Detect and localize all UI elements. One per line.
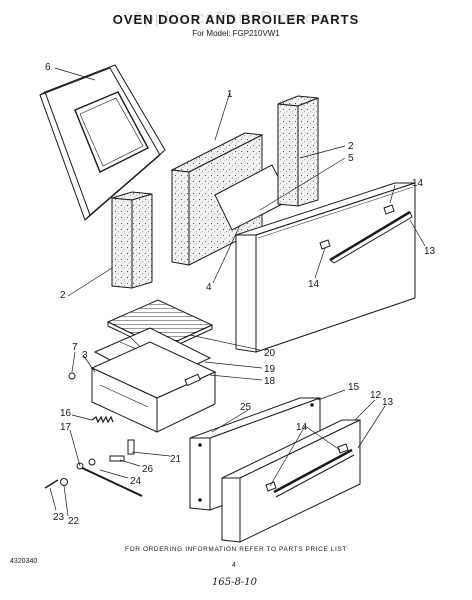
- handle-screws-upper: [319, 204, 395, 250]
- oven-door-handle: [329, 210, 413, 264]
- callout-6: 6: [45, 62, 51, 73]
- callout-13-lower: 13: [382, 397, 394, 408]
- callout-14-upper: 14: [412, 178, 424, 189]
- callout-24: 24: [130, 476, 142, 487]
- outer-oven-door: [235, 182, 416, 353]
- handwritten-note: 165-8-10: [212, 577, 257, 588]
- callout-14-middle: 14: [308, 279, 320, 290]
- diagram-code: 4320340: [10, 558, 38, 565]
- callout-21: 21: [170, 454, 182, 465]
- callout-1: 1: [227, 89, 233, 100]
- callout-labels: 6 1 2 5 2 4 14 13 14 20 19 18 7 3 16 17 …: [45, 62, 436, 527]
- callout-2-lower: 2: [60, 290, 66, 301]
- callout-15: 15: [348, 382, 360, 393]
- diagram-title: OVEN DOOR AND BROILER PARTS: [112, 12, 360, 27]
- callout-5: 5: [348, 153, 354, 164]
- callout-20: 20: [264, 348, 276, 359]
- callout-4: 4: [206, 282, 212, 293]
- broiler-drawer-rail: [76, 458, 143, 497]
- callout-3: 3: [82, 350, 88, 361]
- broiler-door-handle: [265, 443, 355, 498]
- callout-16: 16: [60, 408, 72, 419]
- callout-25: 25: [240, 402, 252, 413]
- door-insulation-main: [170, 132, 291, 266]
- door-insulation-strip-upper: [277, 95, 319, 207]
- callout-13-upper: 13: [424, 246, 436, 257]
- inner-door-liner: [39, 64, 166, 221]
- door-insulation-strip-lower: [111, 191, 153, 289]
- callout-7: 7: [72, 342, 78, 353]
- callout-26: 26: [142, 464, 154, 475]
- callout-23: 23: [53, 512, 65, 523]
- broiler-drawer-body: [90, 341, 217, 433]
- callout-19: 19: [264, 364, 276, 375]
- callout-18: 18: [264, 376, 276, 387]
- callout-17: 17: [60, 422, 72, 433]
- broiler-door-outer-panel: [221, 419, 361, 543]
- screw-part-7: [68, 372, 76, 380]
- callout-2-upper: 2: [348, 141, 354, 152]
- ordering-note: FOR ORDERING INFORMATION REFER TO PARTS …: [125, 546, 347, 553]
- watermark: AppliancePartsPros.com: [131, 8, 341, 27]
- model-subtitle: For Model: FGP210VW1: [192, 29, 280, 38]
- callout-12: 12: [370, 390, 382, 401]
- rail-screws: [44, 478, 68, 489]
- leader-lines: [49, 67, 426, 517]
- page-number: 4: [232, 562, 236, 569]
- callout-22: 22: [68, 516, 80, 527]
- callout-14-lower: 14: [296, 422, 308, 433]
- broiler-spring: [91, 415, 114, 424]
